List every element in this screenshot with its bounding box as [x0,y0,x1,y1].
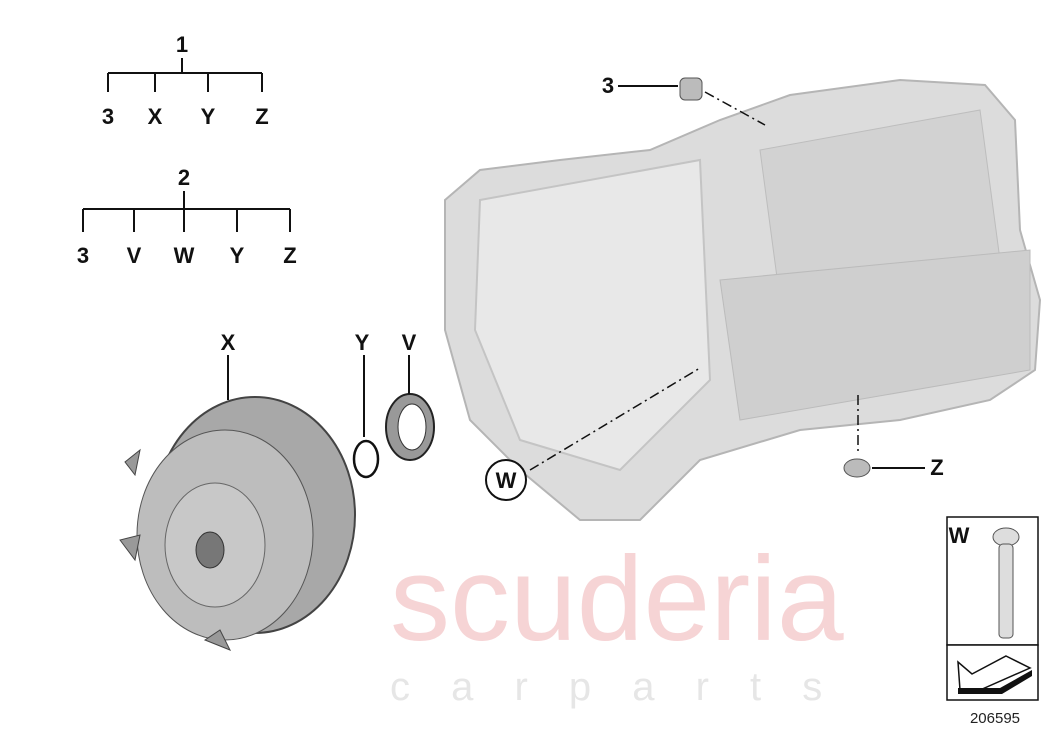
callout-z: Z [930,455,943,480]
o-ring-y: Y [352,330,380,479]
tree1-child: Z [255,104,268,129]
tree2-child: W [174,243,195,268]
callout-w-group: W [485,367,701,501]
tree2-child: V [127,243,142,268]
tree-2: 2 3 V W Y Z [77,165,297,268]
tree-1: 1 3 X Y Z [102,32,269,129]
watermark: scuderia c a r p a r t s [390,532,844,709]
diagram-number: 206595 [970,710,1020,727]
callout-v: V [402,330,417,355]
tree2-child: Y [230,243,245,268]
tree1-child: Y [201,104,216,129]
watermark-sub: c a r p a r t s [390,665,837,709]
callout-x: X [221,330,236,355]
detail-box-w: W 206595 [946,516,1039,727]
plug-bolt-3: 3 [602,73,766,126]
callout-3: 3 [602,73,614,98]
watermark-main: scuderia [390,532,844,666]
detail-box-label: W [949,523,970,548]
tree1-child: 3 [102,104,114,129]
callout-y: Y [355,330,370,355]
tree1-child: X [148,104,163,129]
seal-v: V [385,330,435,461]
transmission-housing [444,78,1042,521]
callout-w: W [496,468,517,493]
plug-z: Z [843,395,944,480]
tree2-child: Z [283,243,296,268]
torque-converter-x: X [119,330,356,651]
tree2-root: 2 [178,165,190,190]
tree2-child: 3 [77,243,89,268]
tree1-root: 1 [176,32,188,57]
